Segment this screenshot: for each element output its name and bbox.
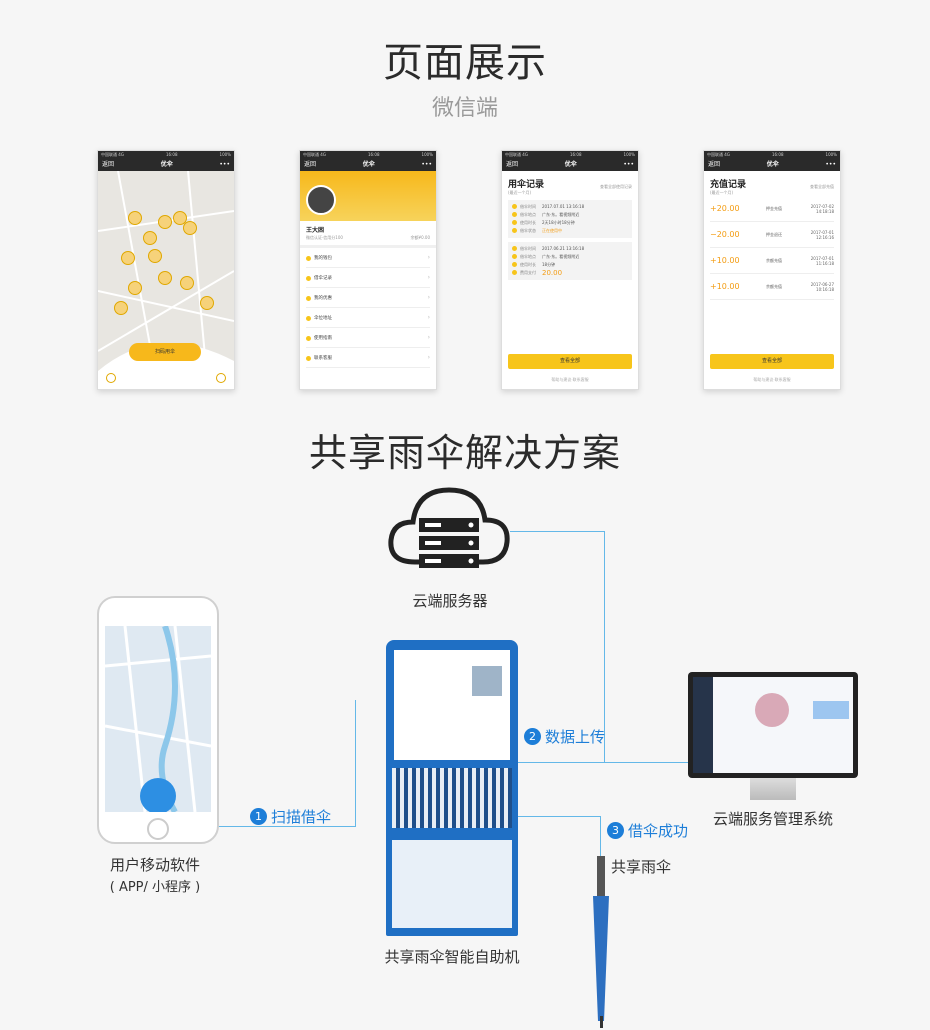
page-title: 页面展示 [383,40,547,86]
scan-button[interactable]: 扫码用伞 [129,343,201,361]
avatar [306,185,336,215]
umbrella-label: 共享雨伞 [611,858,672,876]
menu-wallet[interactable]: 我的钱包› [306,248,430,268]
connector-line [510,531,604,532]
monitor-label: 云端服务管理系统 [712,810,833,828]
monitor-stand [750,778,796,800]
umbrella-rack [392,768,512,828]
balance: 余额¥0.00 [410,235,430,240]
connector-line [518,762,688,763]
connector-line [190,826,356,827]
profile-header [300,171,436,221]
mobile-sublabel: ( APP/ 小程序 ) [109,880,201,895]
menu-service[interactable]: 联系客服› [306,348,430,368]
umbrella-kiosk [386,640,518,936]
menu-records[interactable]: 借伞记录› [306,268,430,288]
connector-line [355,700,356,827]
mobile-device [97,596,219,844]
kiosk-screen [394,650,510,760]
menu-locations[interactable]: 伞位地址› [306,308,430,328]
kiosk-label: 共享雨伞智能自助机 [384,948,520,966]
connector-line [600,816,601,856]
page-subtitle: 微信端 [431,96,498,121]
mobile-label: 用户移动软件 [109,856,200,874]
usage-title: 用伞记录 [508,180,545,190]
menu-coupons[interactable]: 我的优惠› [306,288,430,308]
user-name: 王大困 [306,227,325,234]
menu-guide[interactable]: 使用指南› [306,328,430,348]
kiosk-base [392,840,512,928]
qr-code-icon [472,666,502,696]
app-title: 优伞 [160,161,173,168]
view-all-button[interactable]: 查看全部 [508,354,632,369]
management-monitor [688,672,858,778]
cloud-server-icon [388,487,510,568]
connector-line [518,816,600,817]
dashboard-screen [693,677,853,773]
user-icon[interactable] [106,373,116,383]
home-button [147,818,169,840]
solution-title: 共享雨伞解决方案 [308,431,621,475]
view-all-button[interactable]: 查看全部 [710,354,834,369]
umbrella-icon [593,856,609,1028]
recharge-title: 充值记录 [710,180,747,190]
locate-icon[interactable] [216,373,226,383]
cloud-server-label: 云端服务器 [412,592,488,610]
back-link: 返回 [102,161,115,168]
connector-line [604,531,605,763]
mobile-map-screen [105,626,211,812]
